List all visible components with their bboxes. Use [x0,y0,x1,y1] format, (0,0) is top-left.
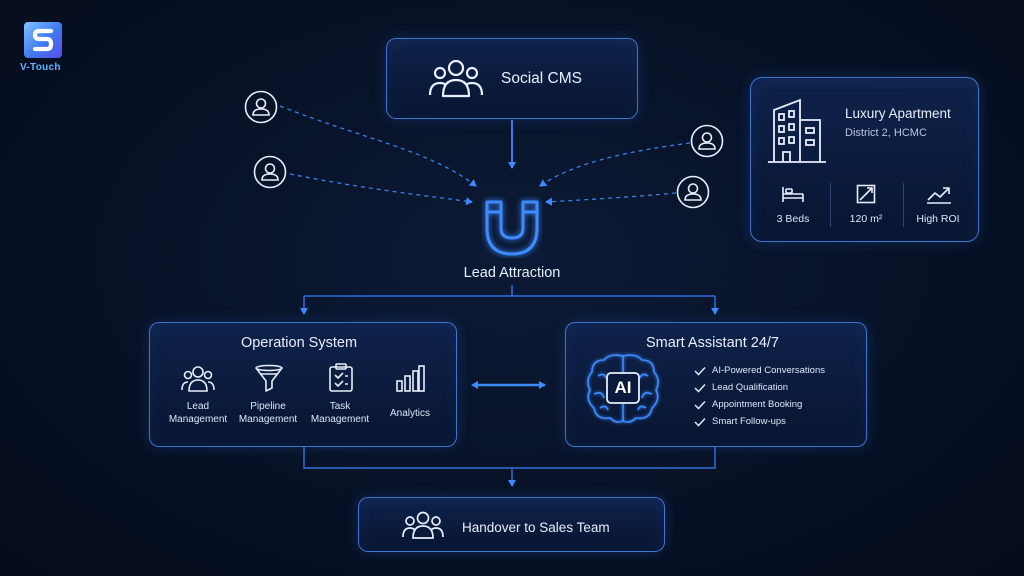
handover-node[interactable] [358,497,665,552]
trend-up-icon [926,184,952,204]
property-title: Luxury Apartment [845,106,951,121]
check-icon [694,366,706,376]
capability-item: AI-Powered Conversations [712,365,825,376]
magnet-icon [481,196,543,258]
capability-item: Appointment Booking [712,399,803,410]
ai-badge: AI [614,378,632,397]
handover-label: Handover to Sales Team [462,520,610,535]
beds-label: 3 Beds [776,213,810,225]
area-icon [856,184,876,204]
feature-lead-management: Lead Management [168,401,228,425]
ai-brain-icon [584,352,662,426]
user-icon [676,175,710,209]
feature-analytics: Analytics [389,408,430,419]
bar-chart-icon [395,365,425,393]
capability-item: Lead Qualification [712,382,789,393]
funnel-icon [254,364,284,394]
bed-icon [781,184,805,204]
clipboard-check-icon [328,363,354,393]
property-location: District 2, HCMC [845,127,927,139]
merge-line [303,447,716,486]
lead-source-arrow [545,192,677,206]
feature-task-management: Task Management [310,401,370,425]
lead-source-arrow [289,173,473,206]
area-label: 120 m² [849,213,883,225]
roi-label: High ROI [916,213,960,225]
operation-system-title: Operation System [240,335,358,351]
check-icon [694,383,706,393]
branch-line [304,285,715,297]
users-group-icon [428,58,484,100]
check-icon [694,400,706,410]
brand-name: V-Touch [20,62,61,73]
lead-source-arrow [539,142,691,187]
user-icon [244,90,278,124]
user-icon [690,124,724,158]
smart-assistant-title: Smart Assistant 24/7 [646,335,779,351]
feature-pipeline-management: Pipeline Management [238,401,298,425]
check-icon [694,417,706,427]
social-cms-label: Social CMS [501,70,582,87]
social-cms-node[interactable] [386,38,638,119]
brand-logo[interactable] [24,22,62,58]
users-group-icon [181,364,215,394]
lead-attraction-label: Lead Attraction [463,265,561,281]
capability-item: Smart Follow-ups [712,416,786,427]
stat-divider [830,183,831,227]
user-icon [253,155,287,189]
building-icon [766,98,828,164]
users-group-icon [402,510,444,540]
stat-divider [903,183,904,227]
